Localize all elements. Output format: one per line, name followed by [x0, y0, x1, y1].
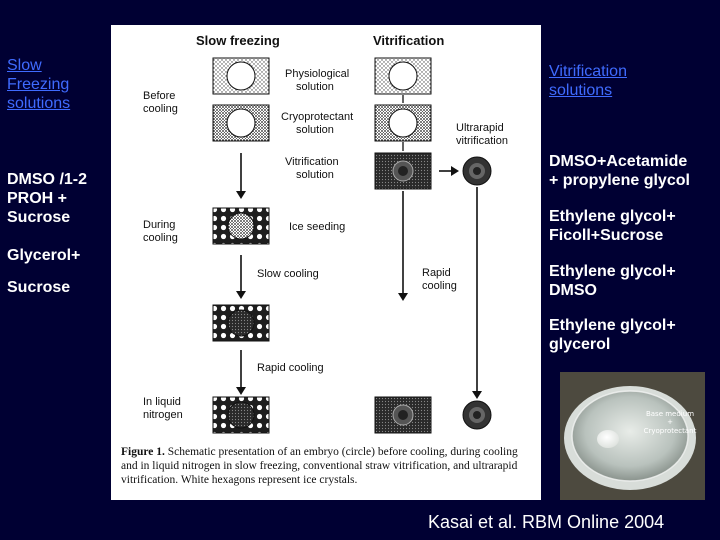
- slow-cooling-label: Slow cooling: [257, 268, 319, 280]
- base-medium-line-1: Base medium: [645, 410, 695, 418]
- slow-during-box: [212, 207, 270, 245]
- rapid-cooling-right-label: Rapid cooling: [422, 267, 457, 292]
- slow-freezing-link-line-2: Freezing: [7, 76, 70, 94]
- dmso-line-2: PROH +: [7, 190, 68, 208]
- figure-caption-title: Figure 1.: [121, 446, 165, 458]
- physiological-solution-label: Physiological solution: [285, 68, 352, 93]
- base-medium-line-3: Cryoprotectant: [643, 426, 697, 435]
- slow-cryoprotectant-box: [212, 104, 270, 142]
- slow-arrowhead-1: [236, 191, 246, 199]
- vitrification-item-4-line-1: Ethylene glycol+: [549, 317, 676, 334]
- base-medium-line-2: +: [667, 418, 673, 427]
- header-vitrification: Vitrification: [373, 33, 444, 48]
- petri-dish-photo: Base medium + Cryoprotectant: [560, 372, 705, 500]
- slow-physiological-box: [212, 57, 270, 95]
- slow-arrowhead-3: [236, 387, 246, 395]
- vit-cryoprotectant-box: [374, 104, 432, 142]
- before-cooling-label: Before cooling: [143, 90, 178, 115]
- vitrification-item-4: Ethylene glycol+ glycerol: [549, 316, 676, 354]
- petri-dish-image: [560, 372, 705, 500]
- slow-rapid-cooling-box: [212, 304, 270, 342]
- in-liquid-nitrogen-label: In liquid nitrogen: [143, 396, 184, 421]
- cryoprotectant-solution-label: Cryoprotectant solution: [281, 111, 356, 136]
- ultrarapid-vitrification-label: Ultrarapid vitrification: [456, 122, 508, 147]
- ultrarapid-liquid-nitrogen-embryo: [462, 400, 492, 430]
- vit-physiological-box: [374, 57, 432, 95]
- vit-vitrification-solution-box: [374, 152, 432, 190]
- ultrarapid-embryo: [462, 156, 492, 186]
- dmso-line-1: DMSO /1-2: [7, 171, 88, 188]
- slow-arrowhead-2: [236, 291, 246, 299]
- vitrification-solutions-link[interactable]: Vitrification solutions: [549, 62, 627, 100]
- slow-freezing-solutions-link[interactable]: Slow Freezing solutions: [7, 56, 70, 114]
- vitrification-item-1: DMSO+Acetamide + propylene glycol: [549, 152, 690, 190]
- glycerol-line-2: Sucrose: [7, 279, 71, 297]
- vitrification-item-2: Ethylene glycol+ Ficoll+Sucrose: [549, 207, 676, 245]
- vitrification-item-3-line-2: DMSO: [549, 282, 597, 300]
- vitrification-link-line-1: Vitrification: [549, 63, 627, 80]
- rapid-cooling-label: Rapid cooling: [257, 362, 324, 374]
- during-cooling-label: During cooling: [143, 219, 178, 244]
- header-slow-freezing: Slow freezing: [196, 33, 280, 48]
- slow-liquid-nitrogen-box: [212, 396, 270, 434]
- vitrification-solution-label: Vitrification solution: [285, 156, 342, 181]
- slow-freezing-link-line-1: Slow: [7, 57, 42, 74]
- vitrification-item-2-line-2: Ficoll+Sucrose: [549, 227, 664, 245]
- dmso-proh-sucrose-text: DMSO /1-2 PROH + Sucrose: [7, 170, 87, 228]
- vit-arrowhead-3: [398, 293, 408, 301]
- ice-seeding-label: Ice seeding: [289, 221, 345, 233]
- vitrification-item-3: Ethylene glycol+ DMSO: [549, 262, 676, 300]
- glycerol-line-1: Glycerol+: [7, 247, 81, 264]
- figure-caption-text: Schematic presentation of an embryo (cir…: [121, 446, 518, 486]
- vitrification-item-1-line-2: + propylene glycol: [549, 172, 690, 190]
- cryoprotectant-droplet: [597, 430, 619, 448]
- schematic-diagram: Slow freezing Vitrification: [143, 33, 508, 434]
- citation-text: Kasai et al. RBM Online 2004: [428, 512, 665, 532]
- ultrarapid-arrowhead-down: [472, 391, 482, 399]
- glycerol-sucrose-text: Glycerol+ Sucrose: [7, 246, 80, 297]
- vit-liquid-nitrogen-box: [374, 396, 432, 434]
- schematic-figure: Slow freezing Vitrification: [111, 25, 541, 500]
- vitrification-item-1-line-1: DMSO+Acetamide: [549, 153, 688, 170]
- dmso-line-3: Sucrose: [7, 209, 71, 227]
- slow-freezing-link-line-3: solutions: [7, 95, 71, 113]
- ultrarapid-arrowhead: [451, 166, 459, 176]
- figure-caption: Figure 1. Schematic presentation of an e…: [121, 446, 533, 487]
- vitrification-item-2-line-1: Ethylene glycol+: [549, 208, 676, 225]
- vitrification-item-3-line-1: Ethylene glycol+: [549, 263, 676, 280]
- vitrification-link-line-2: solutions: [549, 82, 613, 100]
- base-medium-label: Base medium + Cryoprotectant: [640, 410, 700, 435]
- vitrification-item-4-line-2: glycerol: [549, 336, 611, 354]
